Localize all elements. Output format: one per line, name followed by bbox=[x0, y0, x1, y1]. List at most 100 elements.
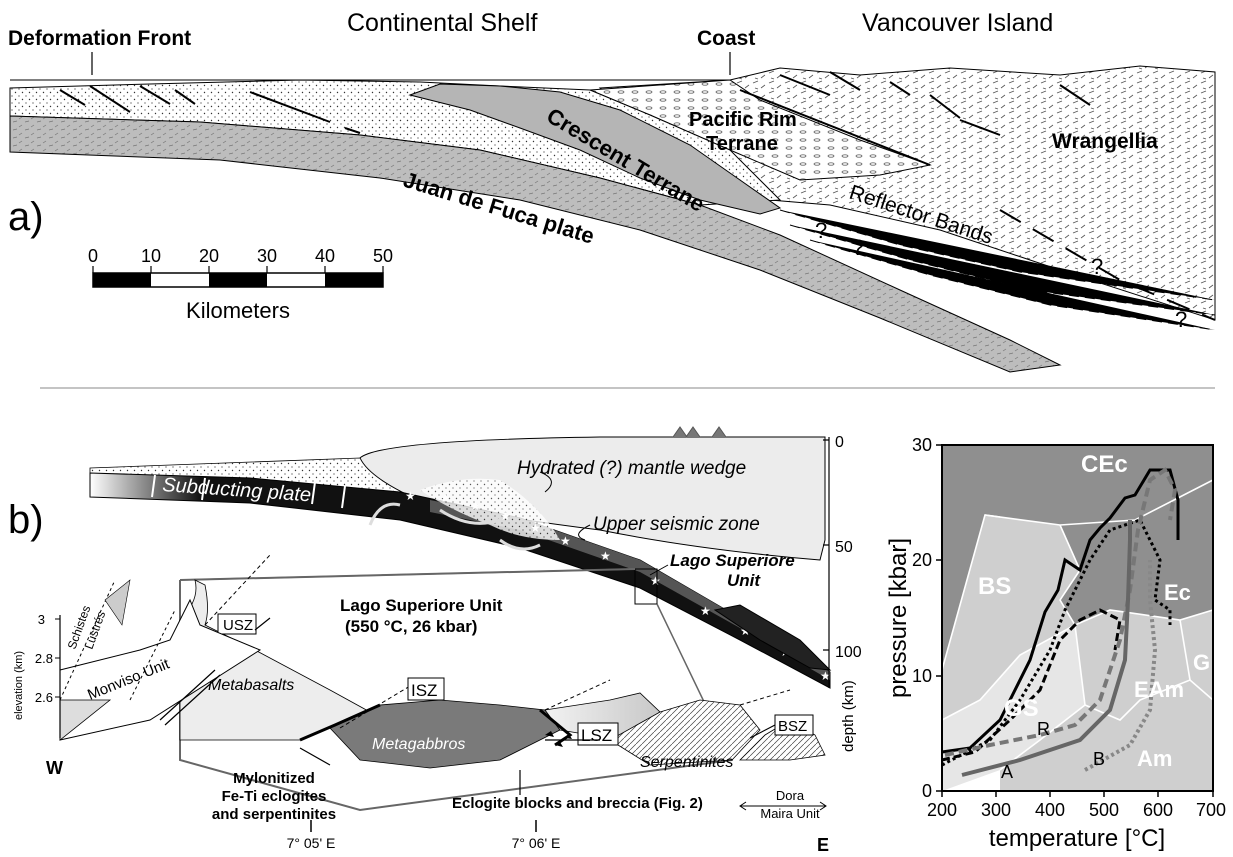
pt-x-ticks bbox=[941, 791, 1214, 797]
scale-tick-50: 50 bbox=[373, 246, 393, 266]
pacific-rim-label-2: Terrane bbox=[706, 133, 778, 155]
mylonitized-label-1: Mylonitized bbox=[233, 770, 315, 787]
field-ec bbox=[1060, 480, 1213, 625]
svg-text:★: ★ bbox=[470, 499, 481, 513]
plate-crust bbox=[430, 500, 830, 680]
mylonitized-label-2: Fe-Ti eclogites bbox=[222, 788, 327, 805]
pt-paths bbox=[941, 467, 1180, 777]
dora-label-2: Maira Unit bbox=[760, 806, 820, 821]
depth-tick-100: 100 bbox=[835, 644, 862, 661]
depth-axis-ticks bbox=[823, 439, 829, 651]
y-tick-30: 30 bbox=[912, 435, 932, 455]
reflector-bands bbox=[779, 209, 1216, 331]
field-am bbox=[1000, 680, 1213, 791]
pacific-rim-label-1: Pacific Rim bbox=[689, 109, 797, 131]
pt-path-gray-solid-a bbox=[961, 520, 1132, 777]
crescent-terrane bbox=[408, 83, 782, 215]
question-mark-3: ? bbox=[1091, 254, 1103, 279]
svg-text:★: ★ bbox=[700, 604, 711, 618]
svg-text:★: ★ bbox=[440, 491, 451, 505]
leader-lines bbox=[539, 471, 669, 576]
field-bs bbox=[942, 515, 1080, 720]
coast-label: Coast bbox=[697, 27, 755, 50]
pt-path-dotted-black bbox=[941, 518, 1172, 767]
usz-label: USZ bbox=[223, 617, 253, 634]
wrangellia-label: Wrangellia bbox=[1052, 130, 1158, 153]
facies-am: Am bbox=[1137, 746, 1172, 771]
longitude-2: 7° 06' E bbox=[512, 835, 561, 851]
mantle-wedge-label: Hydrated (?) mantle wedge bbox=[517, 458, 746, 479]
thrust-faults bbox=[59, 71, 1091, 166]
svg-text:★: ★ bbox=[500, 509, 511, 523]
hydration-zone bbox=[420, 478, 560, 540]
pt-path-gray-dotted-b bbox=[1084, 560, 1158, 772]
facies-g: G bbox=[1193, 650, 1210, 675]
depth-tick-50: 50 bbox=[835, 539, 853, 556]
eclogite-blocks-label: Eclogite blocks and breccia (Fig. 2) bbox=[452, 795, 703, 812]
facies-eam: EAm bbox=[1134, 677, 1184, 702]
vancouver-island-label: Vancouver Island bbox=[862, 9, 1053, 37]
x-tick-200: 200 bbox=[927, 800, 957, 820]
inset-title-1: Lago Superiore Unit bbox=[340, 596, 503, 615]
panel-a-label: a) bbox=[8, 195, 44, 239]
lago-superiore-label-1: Lago Superiore bbox=[670, 551, 795, 570]
field-g bbox=[1180, 610, 1213, 700]
pt-y-label: pressure [kbar] bbox=[885, 538, 912, 698]
bsz-label: BSZ bbox=[778, 718, 807, 735]
x-tick-400: 400 bbox=[1035, 800, 1065, 820]
x-tick-500: 500 bbox=[1089, 800, 1119, 820]
y-tick-10: 10 bbox=[912, 666, 932, 686]
serpentinites-label: Serpentinites bbox=[640, 754, 733, 771]
lago-superiore-box bbox=[634, 568, 658, 605]
elevation-tick-2-8: 2.8 bbox=[35, 651, 53, 666]
svg-text:★: ★ bbox=[405, 489, 416, 503]
inset-frame-top bbox=[179, 568, 636, 581]
panel-b: ★★★ ★★★ ★★★ ★★★ 0 50 100 depth (km) Subd… bbox=[8, 426, 862, 855]
question-mark-4: ? bbox=[1175, 307, 1187, 332]
monviso-faults bbox=[159, 669, 221, 726]
west-label: W bbox=[46, 758, 63, 778]
depth-axis-label: depth (km) bbox=[840, 680, 857, 752]
field-cec bbox=[942, 445, 1213, 670]
svg-text:★: ★ bbox=[530, 521, 541, 535]
schistes-band bbox=[104, 579, 131, 626]
metagabbros-label: Metagabbros bbox=[372, 736, 465, 753]
shear-zone-streaks bbox=[299, 703, 573, 747]
pt-x-label: temperature [°C] bbox=[989, 825, 1165, 852]
x-tick-300: 300 bbox=[981, 800, 1011, 820]
pt-path-gray-dashed-r bbox=[944, 467, 1178, 757]
elevation-ticks bbox=[55, 618, 60, 698]
scale-label: Kilometers bbox=[186, 298, 290, 323]
longitude-1: 7° 05' E bbox=[287, 835, 336, 851]
svg-text:★: ★ bbox=[650, 574, 661, 588]
question-mark-2: ? bbox=[852, 235, 864, 260]
dora-arrow bbox=[739, 801, 827, 811]
lago-superiore-lens bbox=[713, 604, 832, 671]
metabasalts-label: Metabasalts bbox=[208, 677, 294, 694]
mylonitized-label-3: and serpentinites bbox=[212, 806, 336, 823]
facies-cec: CEc bbox=[1081, 451, 1128, 478]
fault-projections bbox=[204, 554, 791, 729]
east-label: E bbox=[817, 835, 829, 855]
deformation-front-label: Deformation Front bbox=[8, 27, 191, 50]
facies-gs: GS bbox=[1004, 695, 1039, 722]
y-tick-0: 0 bbox=[922, 781, 932, 801]
dora-label-1: Dora bbox=[776, 788, 805, 803]
facies-bs: BS bbox=[978, 573, 1011, 600]
scale-bar: 0 10 20 30 40 50 Kilometers bbox=[88, 246, 393, 323]
plate-fractures bbox=[151, 474, 346, 509]
inset-arrows bbox=[254, 617, 776, 795]
monviso-profile bbox=[59, 598, 262, 741]
metabasalts-body bbox=[179, 579, 371, 741]
upper-seismic-zone-label: Upper seismic zone bbox=[593, 514, 760, 535]
panel-b-label: b) bbox=[8, 498, 44, 542]
scale-tick-30: 30 bbox=[257, 246, 277, 266]
lsz-label: LSZ bbox=[581, 726, 612, 745]
pt-path-solid bbox=[941, 468, 1180, 754]
scale-tick-10: 10 bbox=[141, 246, 161, 266]
svg-text:★: ★ bbox=[740, 624, 751, 638]
pt-plot-frame bbox=[941, 444, 1214, 792]
question-mark-1: ? bbox=[815, 218, 827, 243]
fluid-arrows bbox=[368, 502, 541, 551]
